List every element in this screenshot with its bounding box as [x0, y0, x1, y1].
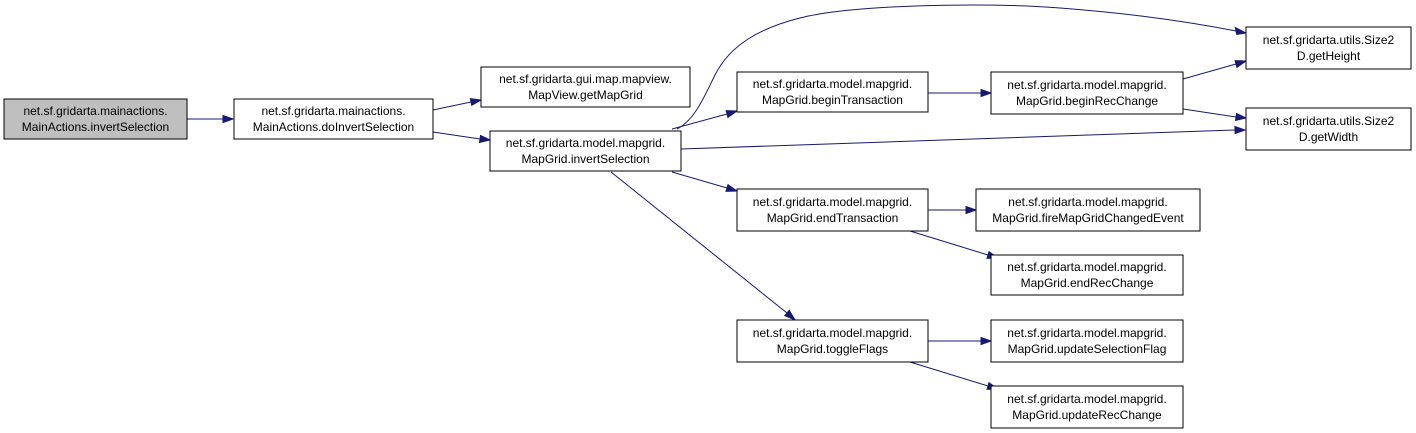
- edge-doinvertselection-to-getmapgrid: [432, 98, 483, 111]
- node-label-line2: MapGrid.updateSelectionFlag: [1008, 342, 1167, 356]
- node-mapview-getmapgrid[interactable]: net.sf.gridarta.gui.map.mapview. MapView…: [480, 66, 691, 108]
- node-mainactions-doinvertselection[interactable]: net.sf.gridarta.mainactions. MainActions…: [233, 98, 434, 140]
- edge-endtransaction-to-endrecchange: [909, 230, 1000, 259]
- node-label-line1: net.sf.gridarta.gui.map.mapview.: [499, 72, 672, 86]
- node-label-line1: net.sf.gridarta.model.mapgrid.: [506, 136, 665, 150]
- node-mainactions-invertselection[interactable]: net.sf.gridarta.mainactions. MainActions…: [3, 98, 188, 140]
- edge-beginrecchange-to-getwidth: [1182, 108, 1248, 122]
- edge-begintransaction-to-beginrecchange: [928, 88, 993, 98]
- node-label-line2: MainActions.invertSelection: [22, 120, 169, 134]
- node-label-line1: net.sf.gridarta.model.mapgrid.: [753, 195, 912, 209]
- node-label-line2: MapGrid.updateRecChange: [1012, 408, 1162, 422]
- node-label-line1: net.sf.gridarta.model.mapgrid.: [1008, 195, 1167, 209]
- node-mapgrid-updaterecchange[interactable]: net.sf.gridarta.model.mapgrid. MapGrid.u…: [990, 385, 1184, 429]
- node-label-line2: MapGrid.fireMapGridChangedEvent: [992, 211, 1184, 225]
- node-label-line2: MapGrid.invertSelection: [521, 152, 649, 166]
- node-label-line1: net.sf.gridarta.utils.Size2: [1263, 33, 1395, 47]
- node-label-line2: MapGrid.beginRecChange: [1016, 94, 1158, 108]
- node-label-line1: net.sf.gridarta.utils.Size2: [1263, 114, 1395, 128]
- node-mapgrid-begintransaction[interactable]: net.sf.gridarta.model.mapgrid. MapGrid.b…: [736, 71, 929, 113]
- node-label-line1: net.sf.gridarta.model.mapgrid.: [1007, 392, 1166, 406]
- edge-gridinvertselection-to-endtransaction: [671, 171, 739, 192]
- node-label-line1: net.sf.gridarta.model.mapgrid.: [753, 77, 912, 91]
- edge-toggleflags-to-updateselectionflag: [928, 336, 993, 346]
- node-label-line2: MapView.getMapGrid: [528, 88, 643, 102]
- node-label-line1: net.sf.gridarta.model.mapgrid.: [1007, 326, 1166, 340]
- edge-gridinvertselection-to-getwidth: [680, 125, 1247, 150]
- node-label-line1: net.sf.gridarta.model.mapgrid.: [1007, 78, 1166, 92]
- edge-beginrecchange-to-getheight: [1182, 60, 1248, 80]
- node-label-line2: MapGrid.toggleFlags: [777, 342, 888, 356]
- node-label-line1: net.sf.gridarta.model.mapgrid.: [1007, 260, 1166, 274]
- node-size2d-getwidth[interactable]: net.sf.gridarta.utils.Size2 D.getWidth: [1245, 107, 1412, 151]
- node-label-line2: D.getHeight: [1297, 49, 1361, 63]
- node-label-line2: MapGrid.endTransaction: [767, 211, 899, 225]
- node-mapgrid-updateselectionflag[interactable]: net.sf.gridarta.model.mapgrid. MapGrid.u…: [990, 319, 1184, 363]
- edge-gridinvertselection-to-toggleflags: [610, 171, 797, 322]
- edge-invertselection-to-doinvertselection: [187, 114, 235, 124]
- node-mapgrid-endrecchange[interactable]: net.sf.gridarta.model.mapgrid. MapGrid.e…: [990, 254, 1184, 296]
- node-mapgrid-toggleflags[interactable]: net.sf.gridarta.model.mapgrid. MapGrid.t…: [736, 319, 929, 363]
- node-label-line2: MapGrid.beginTransaction: [762, 93, 903, 107]
- node-mapgrid-beginrecchange[interactable]: net.sf.gridarta.model.mapgrid. MapGrid.b…: [990, 71, 1184, 115]
- node-label-line1: net.sf.gridarta.model.mapgrid.: [753, 326, 912, 340]
- node-mapgrid-invertselection[interactable]: net.sf.gridarta.model.mapgrid. MapGrid.i…: [489, 130, 682, 172]
- node-label-line2: MapGrid.endRecChange: [1021, 276, 1154, 290]
- node-label-line1: net.sf.gridarta.mainactions.: [261, 104, 405, 118]
- node-size2d-getheight[interactable]: net.sf.gridarta.utils.Size2 D.getHeight: [1245, 26, 1412, 70]
- node-mapgrid-endtransaction[interactable]: net.sf.gridarta.model.mapgrid. MapGrid.e…: [736, 188, 929, 232]
- edge-endtransaction-to-firemapgridchangedevent: [928, 205, 978, 215]
- edge-toggleflags-to-updaterecchange: [909, 361, 1000, 390]
- node-label-line2: D.getWidth: [1299, 130, 1358, 144]
- node-label-line2: MainActions.doInvertSelection: [253, 120, 414, 134]
- edge-doinvertselection-to-gridinvertselection: [432, 131, 492, 144]
- edge-gridinvertselection-to-getheight: [676, 4, 1248, 130]
- node-label-line1: net.sf.gridarta.mainactions.: [23, 104, 167, 118]
- node-mapgrid-firemapgridchangedevent[interactable]: net.sf.gridarta.model.mapgrid. MapGrid.f…: [975, 188, 1201, 232]
